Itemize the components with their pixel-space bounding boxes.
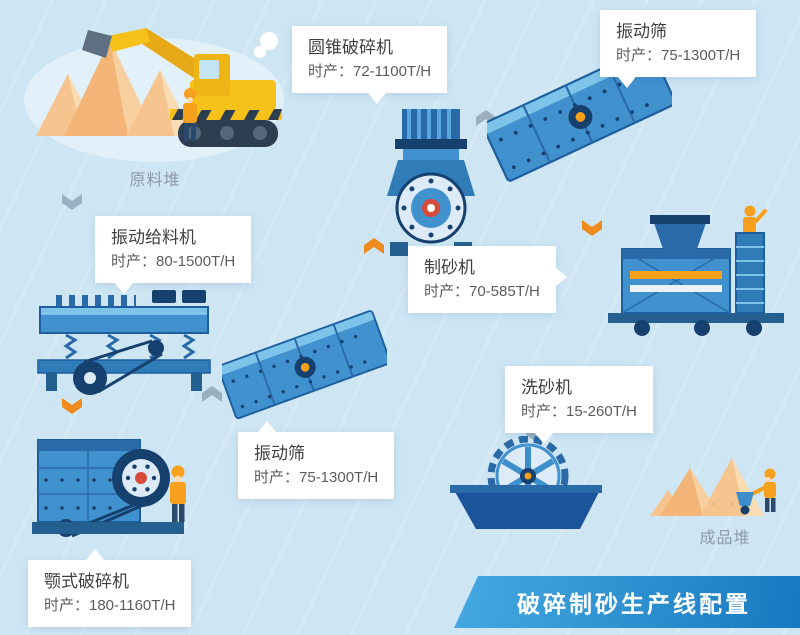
machine-capacity: 时产：180-1160T/H <box>44 597 176 615</box>
machine-title: 洗砂机 <box>521 378 572 397</box>
cone-crusher-icon <box>387 109 475 256</box>
callout-pointer <box>618 77 636 89</box>
callout-pointer <box>115 283 133 295</box>
machine-capacity: 时产：70-585T/H <box>424 283 540 301</box>
flow-arrow-down-icon <box>62 398 82 414</box>
machine-title: 制砂机 <box>424 258 475 277</box>
product-pile-icon <box>650 458 776 516</box>
machine-title: 颚式破碎机 <box>44 572 129 591</box>
callout-sand-maker: 制砂机 时产：70-585T/H <box>408 246 567 314</box>
finished-pile-label: 成品堆 <box>699 530 751 547</box>
vibrating-screen-icon <box>217 310 391 420</box>
vibrating-feeder-icon <box>37 290 211 395</box>
banner-title: 破碎制砂生产线配置 <box>517 591 751 617</box>
callout-pointer <box>86 549 104 560</box>
cone-crusher-machine <box>378 106 483 258</box>
machine-title: 振动筛 <box>254 444 305 463</box>
sand-washer-icon <box>450 435 602 529</box>
flow-arrow-up-icon <box>364 238 384 254</box>
flow-arrow-down-icon <box>582 220 602 236</box>
machine-capacity: 时产：15-260T/H <box>521 403 637 421</box>
machine-capacity: 时产：72-1100T/H <box>308 63 432 81</box>
callout-pointer <box>258 421 276 432</box>
flow-arrow-down-icon <box>62 194 82 210</box>
callout-pointer <box>555 268 567 286</box>
callout-vibrating-feeder: 振动给料机 时产：80-1500T/H <box>95 216 252 295</box>
machine-capacity: 时产：75-1300T/H <box>616 47 741 65</box>
title-banner: 破碎制砂生产线配置 <box>454 576 800 628</box>
machine-title: 圆锥破碎机 <box>308 38 393 57</box>
sand-maker-machine <box>602 205 790 340</box>
sand-maker-icon <box>608 205 784 336</box>
callout-jaw-crusher: 颚式破碎机 时产：180-1160T/H <box>28 549 192 628</box>
callout-vibrating-screen-mid: 振动筛 时产：75-1300T/H <box>238 421 395 500</box>
machine-title: 振动筛 <box>616 22 667 41</box>
sand-washer-machine <box>450 435 602 531</box>
callout-pointer <box>535 433 553 445</box>
machine-capacity: 时产：80-1500T/H <box>111 253 236 271</box>
raw-pile-label: 原料堆 <box>129 172 181 189</box>
vibrating-feeder-machine <box>32 288 217 400</box>
jaw-crusher-icon <box>32 439 186 538</box>
callout-sand-washer: 洗砂机 时产：15-260T/H <box>505 366 653 445</box>
machine-title: 振动给料机 <box>111 228 196 247</box>
callout-vibrating-screen-top: 振动筛 时产：75-1300T/H <box>600 10 757 89</box>
excavator-scene-icon <box>24 28 284 162</box>
machine-capacity: 时产：75-1300T/H <box>254 469 379 487</box>
finished-product-scene <box>648 444 790 532</box>
vibrating-screen-mid-machine <box>217 298 391 433</box>
jaw-crusher-machine <box>28 424 203 549</box>
flow-arrow-up-icon <box>202 386 222 402</box>
callout-pointer <box>368 93 386 105</box>
raw-material-scene <box>22 8 287 168</box>
callout-cone-crusher: 圆锥破碎机 时产：72-1100T/H <box>292 26 448 105</box>
